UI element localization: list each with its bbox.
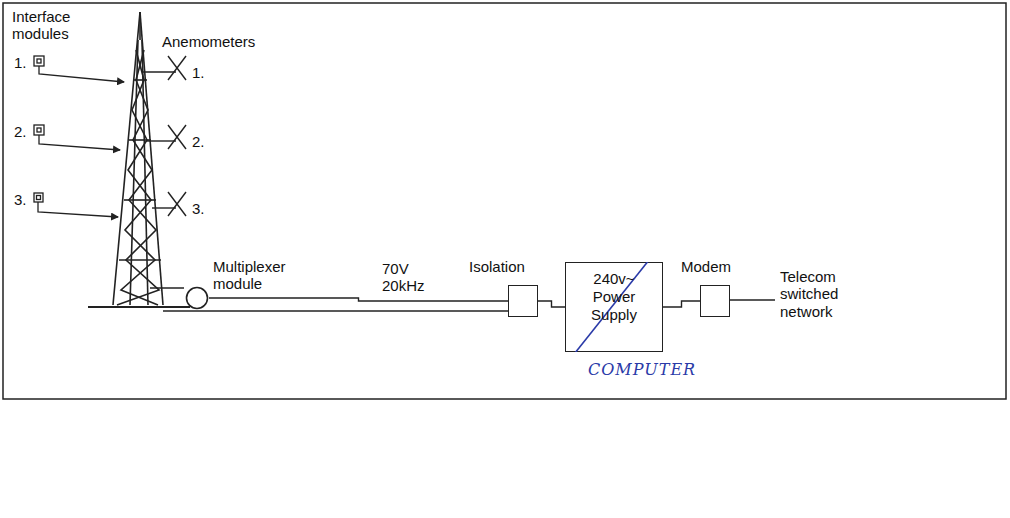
circle-outline bbox=[185, 286, 209, 310]
callout-number: 2. bbox=[192, 133, 216, 150]
callout-number: 2. bbox=[14, 123, 34, 140]
connector-line bbox=[209, 298, 508, 301]
handwritten-note: COMPUTER bbox=[588, 361, 718, 379]
heading-label: Interface modules bbox=[12, 8, 102, 43]
interface-module-symbols bbox=[34, 56, 124, 217]
callout-number: 3. bbox=[14, 191, 34, 208]
lattice-tower bbox=[113, 12, 163, 305]
callout-number: 1. bbox=[192, 64, 216, 81]
callout-number: 1. bbox=[14, 54, 34, 71]
heading-label: Anemometers bbox=[162, 33, 282, 50]
box-label: 240v~ Power Supply bbox=[573, 270, 655, 324]
frame bbox=[3, 3, 1006, 399]
telecom-line bbox=[730, 299, 775, 300]
node-label: Multiplexer module bbox=[213, 258, 323, 293]
multiplexer-circle: Multiplexer module bbox=[185, 286, 209, 310]
cable bbox=[150, 288, 508, 311]
anemometer-symbols bbox=[142, 56, 186, 216]
ground-line bbox=[88, 306, 190, 308]
node-label: Isolation bbox=[469, 258, 579, 275]
network-label: Telecom switched network bbox=[780, 268, 870, 320]
node-label: Modem bbox=[681, 258, 771, 275]
modem-box: Modem bbox=[700, 285, 730, 317]
signal-label: 70V 20kHz bbox=[380, 260, 454, 295]
callout-number: 3. bbox=[192, 200, 216, 217]
connector-line bbox=[538, 301, 565, 307]
connector-line bbox=[663, 301, 700, 307]
power-supply-box: 240v~ Power SupplyCOMPUTER bbox=[565, 262, 663, 352]
isolation-box: Isolation bbox=[508, 285, 538, 317]
